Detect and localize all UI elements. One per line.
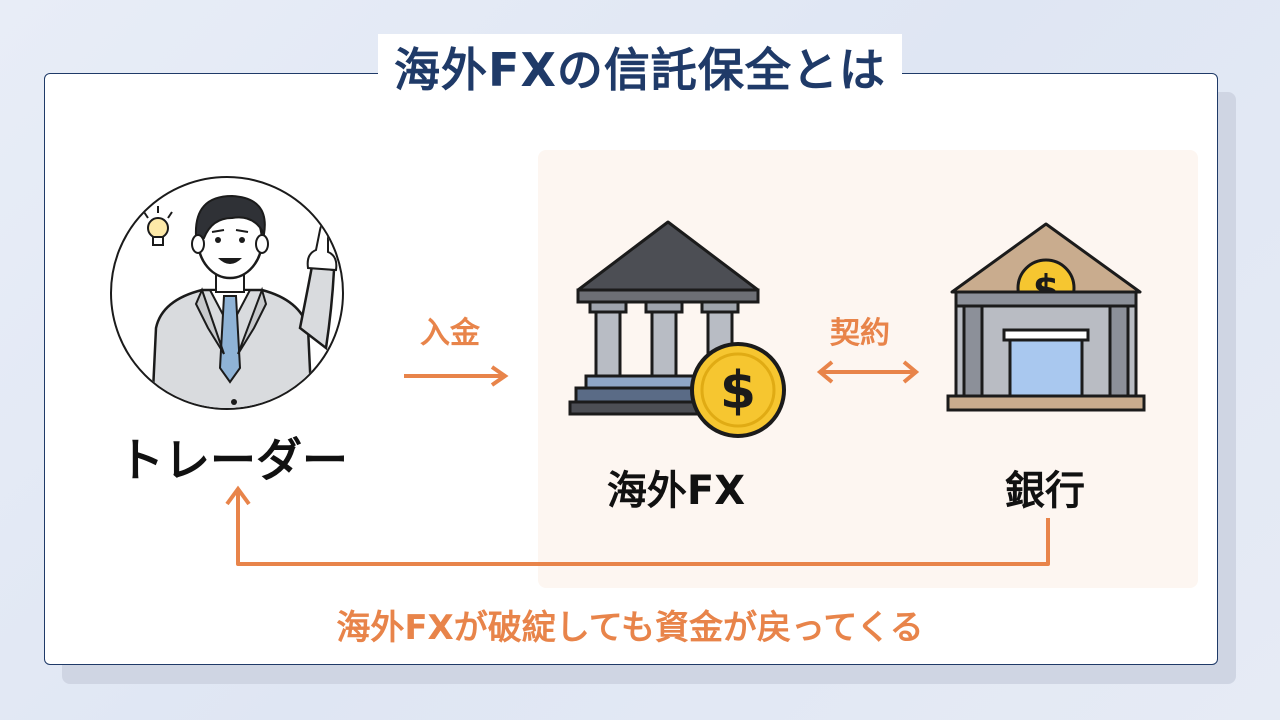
- refund-caption: 海外FXが破綻しても資金が戻ってくる: [336, 608, 924, 648]
- trader-label: トレーダー: [118, 433, 348, 487]
- page-title: 海外FXの信託保全とは: [378, 34, 902, 106]
- refund-arrow: [225, 485, 1050, 566]
- contract-arrow: [816, 360, 920, 384]
- bank-vault-icon: $: [946, 222, 1146, 412]
- fx-broker-label: 海外FX: [606, 468, 746, 514]
- contract-label: 契約: [830, 316, 890, 351]
- deposit-label: 入金: [420, 316, 480, 351]
- trader-avatar: [110, 176, 344, 410]
- bank-label: 銀行: [1005, 468, 1085, 514]
- deposit-arrow: [404, 365, 509, 387]
- lightbulb-icon: [143, 206, 173, 246]
- person-pointing-icon: [150, 194, 338, 408]
- svg-text:$: $: [720, 361, 756, 421]
- title-wrap: 海外FXの信託保全とは: [0, 34, 1280, 106]
- dollar-coin-icon: $: [690, 342, 786, 438]
